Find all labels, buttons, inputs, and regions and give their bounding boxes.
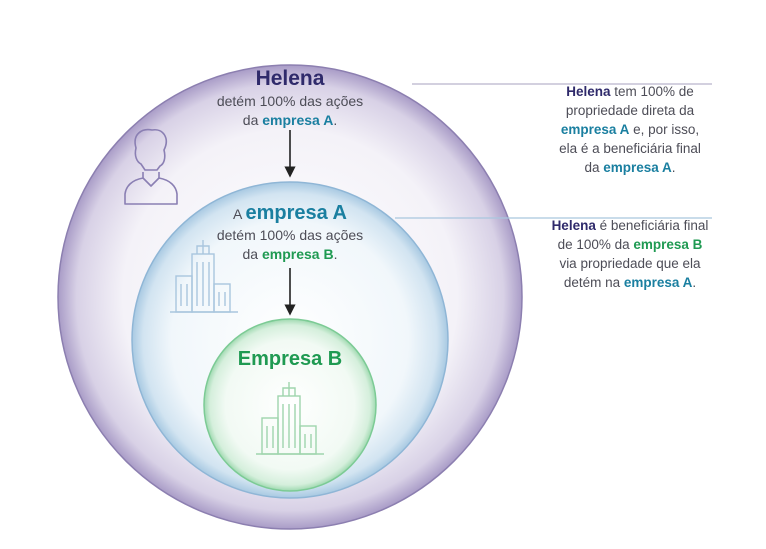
outer-line-2-prefix: da <box>242 112 263 128</box>
middle-line-2-company: empresa B <box>261 246 334 262</box>
person-icon <box>124 128 178 205</box>
annotation-top-line-1: Helena tem 100% de <box>530 82 730 101</box>
middle-line-1: detém 100% das ações <box>216 227 364 243</box>
inner-label: Empresa B <box>210 346 370 372</box>
middle-line-2-prefix: da <box>242 246 262 262</box>
annotation-top-line-4: ela é a beneficiária final <box>559 141 701 156</box>
annotation-top-company-2: empresa A <box>603 160 672 175</box>
inner-title: Empresa B <box>237 348 343 370</box>
outer-line-2: da empresa A. <box>190 111 390 130</box>
building-icon <box>170 240 238 313</box>
outer-line-2-company: empresa A <box>262 112 334 128</box>
annotation-top-line-3: empresa A e, por isso, <box>530 120 730 139</box>
annotation-top-line-5-suffix: . <box>671 160 676 175</box>
building-icon <box>256 382 324 455</box>
annotation-top: Helena tem 100% de propriedade direta da… <box>530 82 730 177</box>
outer-line-1: detém 100% das ações <box>216 93 364 109</box>
annotation-top-company: empresa A <box>560 122 630 137</box>
annotation-bottom-line-1-rest: é beneficiária final <box>595 218 709 233</box>
outer-line-2-suffix: . <box>333 112 338 128</box>
annotation-bottom-line-2-prefix: de 100% da <box>557 237 634 252</box>
annotation-bottom-name: Helena <box>551 218 596 233</box>
middle-line-2-suffix: . <box>333 246 338 262</box>
annotation-bottom-line-4-suffix: . <box>692 275 697 290</box>
annotation-bottom-line-1: Helena é beneficiária final <box>515 216 745 235</box>
annotation-bottom: Helena é beneficiária final de 100% da e… <box>515 216 745 292</box>
annotation-top-line-5: da empresa A. <box>530 158 730 177</box>
annotation-bottom-company-b: empresa B <box>633 237 703 252</box>
middle-title-prefix: A <box>232 206 246 222</box>
annotation-bottom-line-3: via propriedade que ela <box>559 256 701 271</box>
outer-label: Helena detém 100% das ações da empresa A… <box>190 66 390 130</box>
inner-circle <box>203 318 377 492</box>
middle-label: A empresa A detém 100% das ações da empr… <box>190 201 390 264</box>
annotation-bottom-company-a: empresa A <box>623 275 693 290</box>
annotation-top-line-5-prefix: da <box>584 160 604 175</box>
annotation-top-line-3-rest: e, por isso, <box>629 122 700 137</box>
annotation-top-line-1-rest: tem 100% de <box>610 84 694 99</box>
annotation-bottom-line-2: de 100% da empresa B <box>515 235 745 254</box>
annotation-top-line-2: propriedade direta da <box>565 103 695 118</box>
middle-line-2: da empresa B. <box>190 245 390 264</box>
middle-title-company: empresa A <box>245 202 347 224</box>
annotation-top-name: Helena <box>566 84 611 99</box>
annotation-bottom-line-4: detém na empresa A. <box>515 273 745 292</box>
annotation-bottom-line-4-prefix: detém na <box>563 275 624 290</box>
outer-title: Helena <box>255 67 325 90</box>
middle-title: A empresa A <box>190 201 390 226</box>
